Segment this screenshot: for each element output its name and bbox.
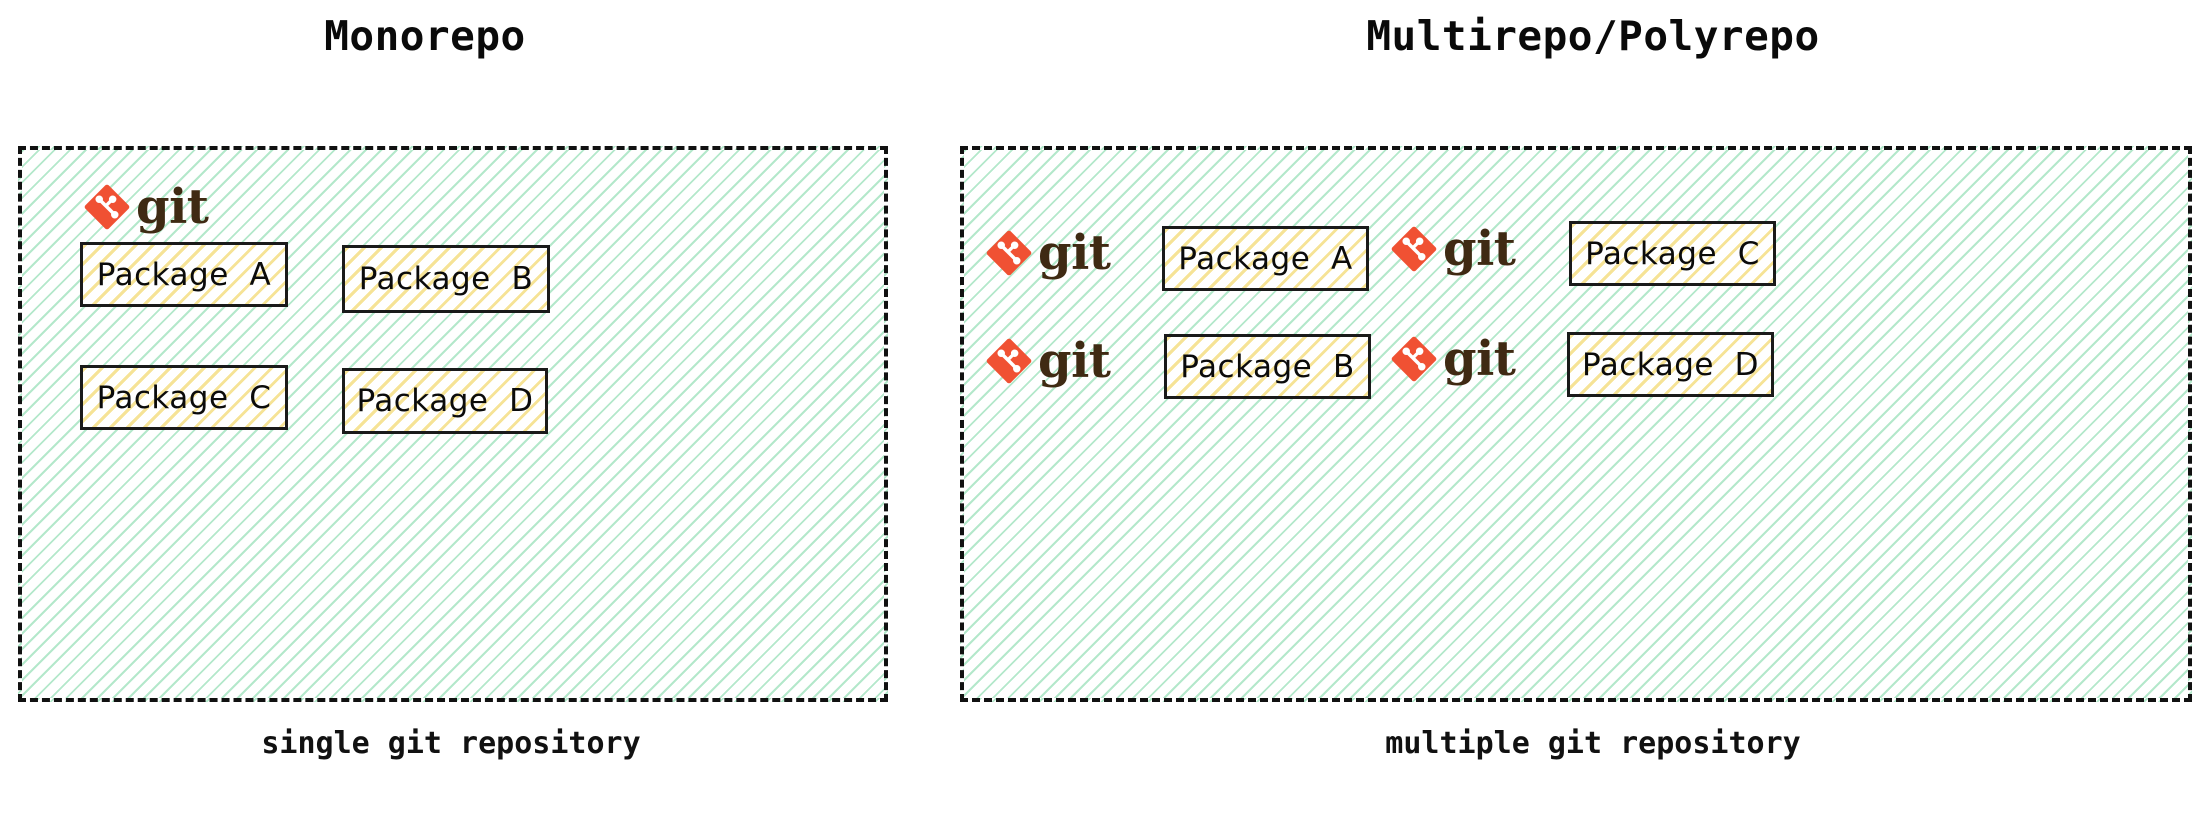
git-logo-repo-d: git — [1389, 331, 1516, 387]
monorepo-boundary: git Package A Package B Package C Packag… — [18, 146, 888, 702]
package-box: Package A — [80, 242, 288, 307]
package-box: Package B — [1164, 334, 1371, 399]
multirepo-caption: multiple git repository — [1385, 726, 1801, 761]
package-box: Package C — [80, 365, 288, 430]
git-diamond-icon — [984, 336, 1034, 386]
package-label: Package D — [1581, 346, 1760, 383]
git-diamond-icon — [1389, 334, 1439, 384]
monorepo-caption: single git repository — [261, 726, 641, 761]
package-box: Package C — [1569, 221, 1776, 286]
git-wordmark: git — [1038, 225, 1111, 281]
git-logo-repo-c: git — [1389, 221, 1516, 277]
git-diamond-icon — [984, 228, 1034, 278]
git-wordmark: git — [1038, 333, 1111, 389]
package-label: Package B — [358, 261, 534, 297]
git-wordmark: git — [136, 179, 209, 235]
git-wordmark: git — [1443, 331, 1516, 387]
package-label: Package A — [96, 256, 272, 293]
multirepo-title: Multirepo/Polyrepo — [1366, 12, 1820, 60]
package-label: Package C — [1585, 235, 1760, 272]
monorepo-title: Monorepo — [324, 12, 526, 60]
package-label: Package A — [1178, 240, 1353, 277]
git-wordmark: git — [1443, 221, 1516, 277]
package-label: Package C — [96, 379, 272, 416]
multirepo-column: Multirepo/Polyrepo — [940, 0, 2210, 818]
multirepo-boundary: git Package A — [960, 146, 2192, 702]
package-box: Package D — [1567, 332, 1774, 397]
git-logo-repo-b: git — [984, 333, 1111, 389]
git-logo-monorepo: git — [82, 179, 209, 235]
git-diamond-icon — [1389, 224, 1439, 274]
git-diamond-icon — [82, 182, 132, 232]
package-label: Package B — [1180, 348, 1355, 385]
package-box: Package D — [342, 368, 548, 434]
monorepo-column: Monorepo — [0, 0, 906, 818]
package-box: Package B — [342, 245, 550, 313]
package-box: Package A — [1162, 226, 1369, 291]
package-label: Package D — [356, 383, 534, 419]
git-logo-repo-a: git — [984, 225, 1111, 281]
